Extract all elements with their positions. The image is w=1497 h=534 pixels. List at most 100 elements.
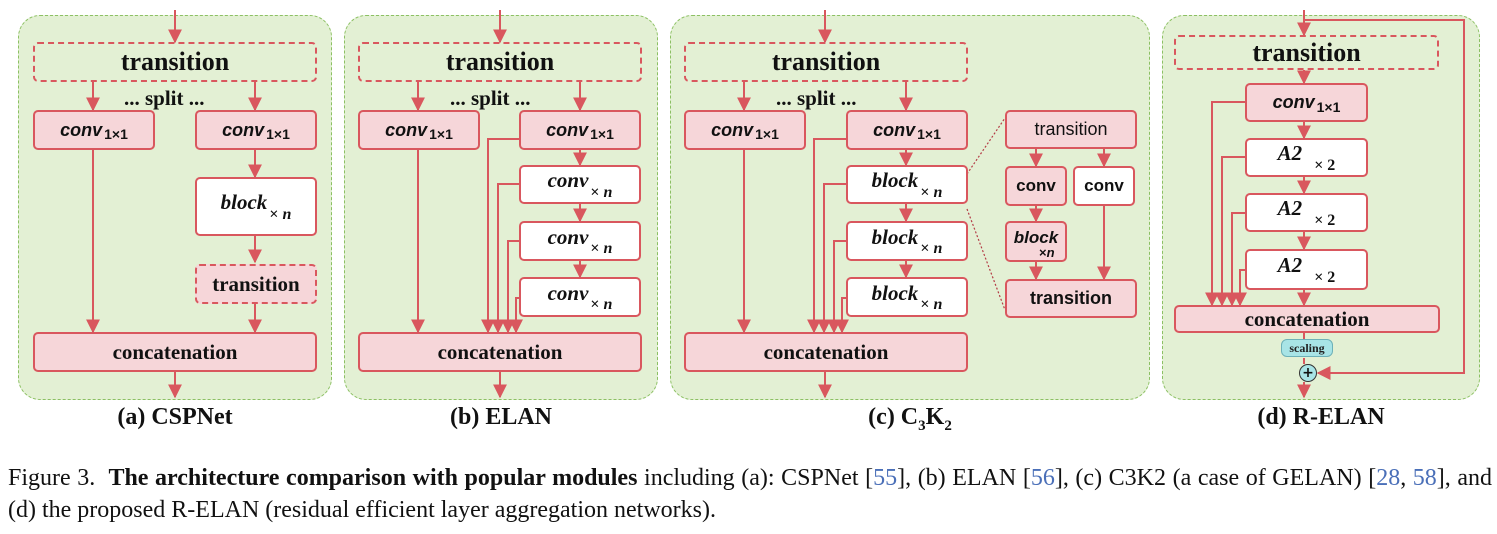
b-conv-left-sub: 1×1 <box>429 126 453 142</box>
d-scaling-badge: scaling <box>1281 339 1333 357</box>
c-detail-transition-bottom-label: transition <box>1029 288 1112 308</box>
figure-caption-ref-3[interactable]: 28 <box>1376 465 1401 491</box>
c-detail-block-label: block <box>1013 227 1059 247</box>
b-conv-n-3-label: conv <box>547 280 589 305</box>
b-concatenation-box: concatenation <box>358 332 642 372</box>
d-a2-3-x2: × 2 <box>1314 268 1336 286</box>
figure-caption: Figure 3. The architecture comparison wi… <box>8 462 1492 526</box>
b-concatenation-label: concatenation <box>437 339 563 364</box>
c-block-n-3-times: × <box>920 296 930 313</box>
b-conv-n-3: conv× n <box>519 277 641 317</box>
figure-caption-t3: ], (c) C3K2 (a case of GELAN) [ <box>1054 465 1377 491</box>
d-caption: (d) R-ELAN <box>1257 404 1385 430</box>
b-caption: (b) ELAN <box>449 404 552 430</box>
b-conv-right-label: conv <box>546 119 589 140</box>
d-transition-box: transition <box>1174 35 1439 70</box>
c-block-n-3-label: block <box>871 280 919 305</box>
c-detail-conv-right: conv <box>1073 166 1135 206</box>
c-block-n-2-times: × <box>920 240 930 257</box>
d-a2-2-label: A2 <box>1277 196 1303 220</box>
figure-caption-bold: The architecture comparison with popular… <box>108 465 638 491</box>
c-transition-box: transition <box>684 42 968 82</box>
b-conv-n-1-label: conv <box>547 168 589 192</box>
c-block-n-1: block× n <box>846 165 968 204</box>
a-transition-small: transition <box>195 264 317 304</box>
b-conv-n-2-label: conv <box>547 224 589 249</box>
d-a2-1-x2: × 2 <box>1314 156 1336 174</box>
c-caption-sub2: 2 <box>944 417 952 434</box>
d-a2-2: A2 × 2 <box>1245 193 1368 232</box>
a-conv-left-label: conv <box>60 119 103 140</box>
c-detail-conv-left: conv <box>1005 166 1067 206</box>
c-detail-transition-bottom: transition <box>1005 279 1137 318</box>
d-a2-3-label: A2 <box>1277 253 1303 277</box>
c-detail-transition-top: transition <box>1005 110 1137 149</box>
b-conv-n-3-times: × <box>590 296 600 313</box>
d-a2-2-x2: × 2 <box>1314 211 1336 229</box>
c-transition-label: transition <box>771 47 881 76</box>
b-conv-right-sub: 1×1 <box>590 126 614 142</box>
figure-caption-ref-2[interactable]: 56 <box>1030 465 1055 491</box>
c-conv-left-label: conv <box>711 119 754 140</box>
b-split-label: ... split ... <box>450 86 531 110</box>
d-a2-1-label: A2 <box>1277 141 1303 165</box>
c-concatenation-box: concatenation <box>684 332 968 372</box>
a-conv-right-sub: 1×1 <box>266 126 290 142</box>
b-conv-n-2: conv× n <box>519 221 641 261</box>
a-concatenation-label: concatenation <box>112 339 238 364</box>
c-detail-transition-top-label: transition <box>1034 119 1108 139</box>
d-transition-label: transition <box>1252 37 1361 67</box>
a-conv-left-sub: 1×1 <box>104 126 128 142</box>
d-conv-sub: 1×1 <box>1316 98 1341 115</box>
d-concatenation-label: concatenation <box>1244 306 1370 331</box>
figure-caption-ref-4[interactable]: 58 <box>1412 465 1437 491</box>
c-block-n-2: block× n <box>846 221 968 261</box>
d-a2-3: A2 × 2 <box>1245 249 1368 290</box>
c-conv-right-label: conv <box>873 119 916 140</box>
b-conv-n-2-times: × <box>590 240 600 257</box>
d-conv-label: conv <box>1272 92 1315 112</box>
a-block-times: × <box>269 205 279 223</box>
c-block-n-3-n: n <box>933 296 943 313</box>
a-block-box: block× n <box>195 177 317 236</box>
c-block-n-2-n: n <box>933 240 943 257</box>
figure-caption-t2: ], (b) ELAN [ <box>897 465 1031 491</box>
c-detail-block: block ×n <box>1005 221 1067 262</box>
d-add-icon: + <box>1299 364 1317 382</box>
a-transition-label: transition <box>120 47 230 76</box>
b-conv-n-2-n: n <box>603 240 613 257</box>
figure-caption-t4: , <box>1400 465 1413 491</box>
d-concatenation-box: concatenation <box>1174 305 1440 333</box>
b-conv-n-1-n: n <box>603 183 613 201</box>
a-caption: (a) CSPNet <box>117 404 233 430</box>
c-caption-mid: K <box>925 404 945 430</box>
c-split-label: ... split ... <box>776 86 857 110</box>
figure-caption-ref-1[interactable]: 55 <box>873 465 898 491</box>
c-conv-right-sub: 1×1 <box>917 126 941 142</box>
a-split-label: ... split ... <box>124 86 205 110</box>
c-block-n-1-times: × <box>920 183 930 201</box>
c-block-n-2-label: block <box>871 224 919 249</box>
c-block-n-1-label: block <box>871 168 919 192</box>
b-transition-label: transition <box>445 47 555 76</box>
b-conv-n-1-times: × <box>590 183 600 201</box>
c-block-n-1-n: n <box>933 183 943 201</box>
c-block-n-3: block× n <box>846 277 968 317</box>
b-conv-n-1: conv× n <box>519 165 641 204</box>
c-detail-block-n: n <box>1046 245 1055 260</box>
a-transition-small-label: transition <box>212 271 300 296</box>
c-concatenation-label: concatenation <box>763 339 889 364</box>
d-a2-1: A2 × 2 <box>1245 138 1368 177</box>
b-transition-box: transition <box>358 42 642 82</box>
b-conv-n-3-n: n <box>603 296 613 313</box>
b-conv-left-label: conv <box>385 119 428 140</box>
a-conv-right-label: conv <box>222 119 265 140</box>
